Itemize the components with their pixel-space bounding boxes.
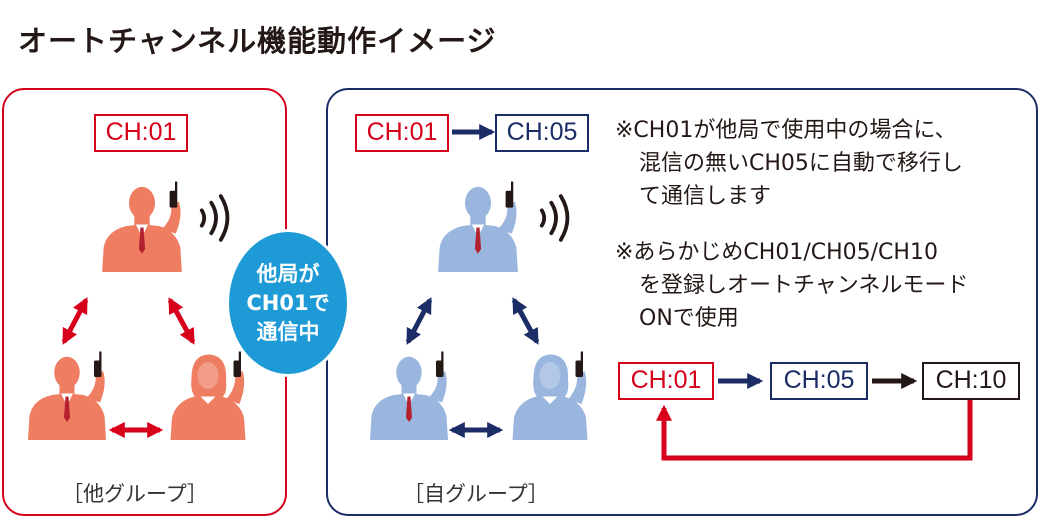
note-line: ※あらかじめCH01/CH05/CH10 xyxy=(615,240,938,265)
other-group-label: ［他グループ］ xyxy=(62,482,208,506)
note-line: ※CH01が他局で使用中の場合に、 xyxy=(615,118,957,143)
double-arrow-icon xyxy=(167,297,196,345)
other-group-channel: CH:01 xyxy=(94,114,188,152)
note-line: て通信します xyxy=(639,184,772,209)
cycle-channel-3: CH:10 xyxy=(922,362,1020,400)
other-group-person-top xyxy=(102,181,182,272)
cycle-return-arrow xyxy=(655,400,973,461)
cycle-channel-1: CH:01 xyxy=(618,362,714,400)
own-group-person-right xyxy=(512,351,588,440)
note-registration: ※あらかじめCH01/CH05/CH10 を登録しオートチャンネルモード ONで… xyxy=(615,236,968,335)
page-title: オートチャンネル機能動作イメージ xyxy=(18,24,497,58)
bubble-line: 他局が xyxy=(256,261,320,286)
signal-waves-icon xyxy=(202,196,228,240)
own-group-person-left xyxy=(370,351,448,440)
double-arrow-icon xyxy=(61,297,89,345)
own-group-label: ［自グループ］ xyxy=(403,482,549,506)
other-group-person-left xyxy=(28,351,106,440)
own-group-person-top xyxy=(438,181,518,272)
own-group-from-channel: CH:01 xyxy=(355,114,449,152)
note-line: ONで使用 xyxy=(639,306,739,331)
note-auto-switch: ※CH01が他局で使用中の場合に、 混信の無いCH05に自動で移行し て通信しま… xyxy=(615,114,963,213)
note-line: を登録しオートチャンネルモード xyxy=(639,273,969,298)
cycle-channel-2: CH:05 xyxy=(770,362,868,400)
note-line: 混信の無いCH05に自動で移行し xyxy=(639,151,963,176)
signal-waves-icon xyxy=(542,196,568,240)
double-arrow-icon xyxy=(405,297,433,345)
double-arrow-icon xyxy=(511,297,540,345)
bubble-line: 通信中 xyxy=(256,319,320,344)
busy-channel-bubble: 他局が CH01で 通信中 xyxy=(226,229,350,377)
bubble-line: CH01で xyxy=(246,290,330,315)
own-group-to-channel: CH:05 xyxy=(495,114,589,152)
other-group-person-right xyxy=(170,351,246,440)
